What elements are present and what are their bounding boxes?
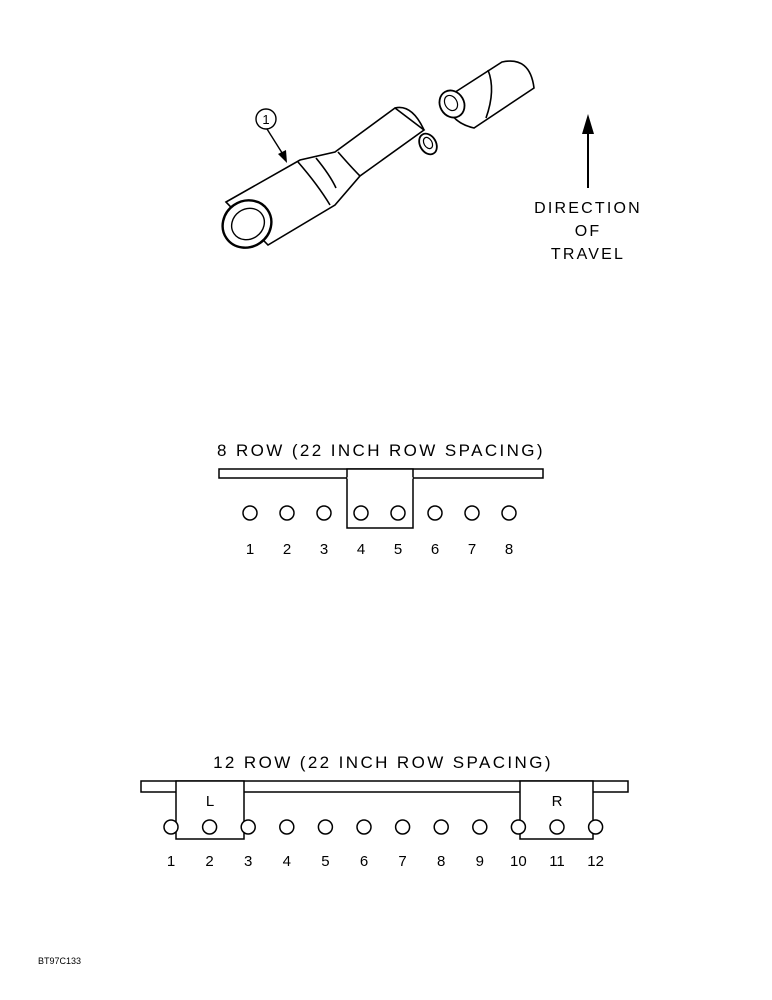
direction-arrow [582,114,594,188]
twelve-row-marker [317,819,334,835]
eight-row-marker [464,505,480,521]
twelve-row-number: 9 [476,853,484,870]
callout-number: 1 [262,112,269,127]
eight-row-number: 7 [468,541,476,558]
twelve-row-marker [279,819,295,835]
callout-1: 1 [255,108,287,163]
eight-row-marker [353,505,369,521]
twelve-row-marker [587,819,604,835]
eight-row-marker [316,505,332,521]
twelve-row-number: 2 [205,853,213,870]
diagram-12-row-title: 12 ROW (22 INCH ROW SPACING) [213,753,553,772]
eight-row-number: 5 [394,541,402,558]
twelve-row-number: 8 [437,853,445,870]
twelve-row-marker [201,819,218,835]
direction-line-1: DIRECTION [534,200,642,217]
eight-row-number: 3 [320,541,328,558]
direction-line-3: TRAVEL [551,246,625,263]
twelve-row-marker [510,819,527,835]
eight-row-marker [390,505,406,521]
seed-tube-illustration [221,60,535,249]
eight-row-number: 2 [283,541,291,558]
twelve-row-marker [163,819,179,835]
eight-row-marker [242,505,258,521]
eight-row-marker [427,505,443,521]
right-frame-label: R [552,793,563,810]
twelve-row-marker [433,819,449,835]
twelve-row-marker [240,819,256,835]
eight-row-number: 8 [505,541,513,558]
twelve-row-number: 4 [283,853,291,870]
eight-row-number: 4 [357,541,365,558]
twelve-row-number: 12 [587,853,604,870]
twelve-row-marker [472,819,488,835]
figure-code: BT97C133 [38,956,81,966]
eight-row-number: 1 [246,541,254,558]
twelve-row-number: 1 [167,853,175,870]
twelve-row-number: 5 [321,853,329,870]
diagram-8-row-title: 8 ROW (22 INCH ROW SPACING) [217,441,545,460]
direction-label: DIRECTION OF TRAVEL [534,200,642,263]
twelve-row-number: 10 [510,853,527,870]
eight-row-marker [501,505,517,521]
twelve-row-number: 6 [360,853,368,870]
twelve-row-number: 11 [549,853,565,870]
toolbar-bar [140,780,629,793]
direction-line-2: OF [575,223,602,240]
twelve-row-marker [356,819,372,835]
diagram-8-row: 8 ROW (22 INCH ROW SPACING) 1 2 3 4 5 6 7 8 [217,441,545,558]
eight-row-marker [279,505,295,521]
eight-row-number: 6 [431,541,439,558]
twelve-row-number: 3 [244,853,252,870]
twelve-row-marker [549,819,565,835]
twelve-row-number: 7 [398,853,406,870]
twelve-row-marker [394,819,411,835]
left-frame-label: L [206,793,214,810]
